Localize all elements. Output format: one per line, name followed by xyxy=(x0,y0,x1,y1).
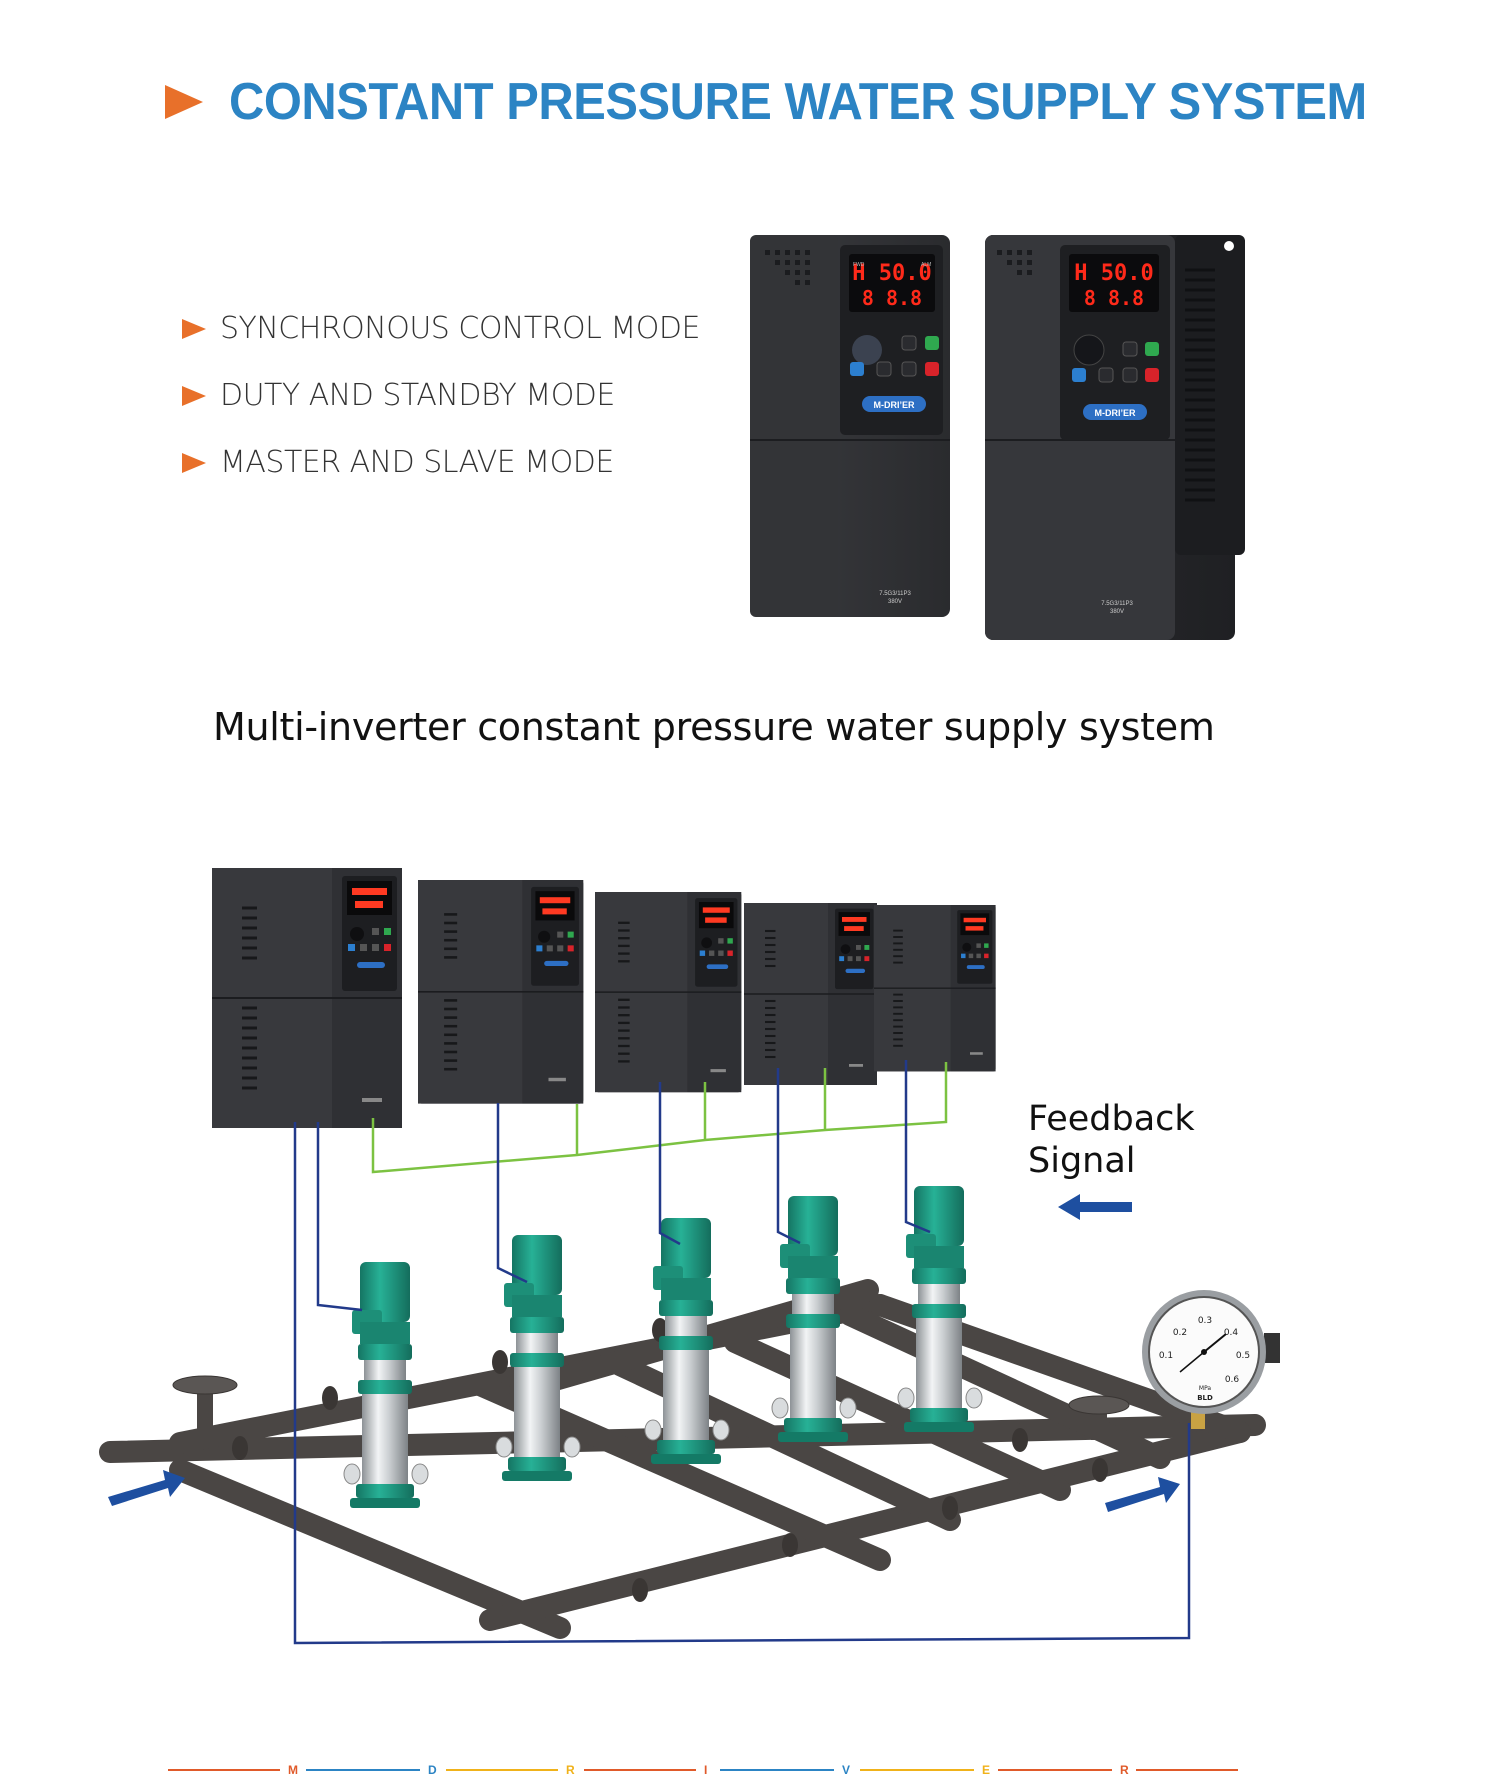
gauge-label: 0.1 xyxy=(1159,1351,1173,1361)
display-top-text: H 50.0 xyxy=(852,261,931,286)
bullet-arrow-icon xyxy=(182,385,206,406)
run-key xyxy=(925,336,939,350)
bullet-arrow-icon xyxy=(182,318,206,339)
footer-letter: E xyxy=(982,1763,991,1777)
footer-segment xyxy=(998,1769,1112,1771)
gauge-label: 0.2 xyxy=(1173,1328,1187,1338)
footer-segment xyxy=(168,1769,280,1771)
brand-badge xyxy=(862,396,926,412)
brand-label: M-DRI’ER xyxy=(874,400,915,410)
system-diagram: 0.1 0.2 0.3 0.4 0.5 0.6 MPa BLD xyxy=(99,866,1280,1645)
inverter-1 xyxy=(210,866,404,1130)
display-bottom-text: 8 8.8 xyxy=(1084,286,1144,310)
mode-label: MASTER AND SLAVE MODE xyxy=(220,445,614,480)
voltage-label: 380V xyxy=(888,599,902,605)
gauge-label: 0.5 xyxy=(1236,1351,1250,1361)
footer-segment xyxy=(1136,1769,1238,1771)
inverter-5 xyxy=(873,904,997,1073)
signal-bus xyxy=(371,1062,948,1174)
brand-label: M-DRI’ER xyxy=(1095,408,1136,418)
rating-label: 7.5G3/11P3 xyxy=(879,591,911,597)
mode-label: DUTY AND STANDBY MODE xyxy=(220,378,615,413)
page-header: CONSTANT PRESSURE WATER SUPPLY SYSTEM xyxy=(165,72,1439,132)
feedback-label-line1: Feedback xyxy=(1028,1099,1195,1139)
footer-segment xyxy=(446,1769,558,1771)
gauge-label: 0.6 xyxy=(1225,1375,1240,1385)
footer-segment xyxy=(584,1769,696,1771)
alm-indicator: ALM xyxy=(921,262,931,268)
inflow-arrow-icon xyxy=(108,1470,185,1506)
footer-segment xyxy=(860,1769,974,1771)
feedback-label: Feedback Signal xyxy=(1028,1098,1228,1182)
inverter-4 xyxy=(742,901,879,1087)
feedback-label-line2: Signal xyxy=(1028,1141,1136,1181)
footer-segment xyxy=(720,1769,834,1771)
inverter-front: H 50.0 8 8.8 FWD ALM M-DRI’ER 7.5G3/11P3… xyxy=(750,235,950,617)
title-arrow-icon xyxy=(165,85,203,119)
footer-letter: M xyxy=(288,1763,298,1777)
gauge-unit: MPa xyxy=(1199,1385,1212,1392)
pump-1 xyxy=(343,1261,429,1509)
mode-label: SYNCHRONOUS CONTROL MODE xyxy=(220,311,700,346)
display-top-text: H 50.0 xyxy=(1074,261,1153,286)
footer-divider: M D R I V E R xyxy=(168,1764,1238,1776)
gauge-brand: BLD xyxy=(1197,1394,1213,1402)
inverter-angled: H 50.0 8 8.8 M-DRI’ER 7.5G3/11P3 380V xyxy=(985,235,1245,640)
product-photo: H 50.0 8 8.8 FWD ALM M-DRI’ER 7.5G3/11P3… xyxy=(750,235,1245,640)
led-display xyxy=(849,254,935,312)
rating-label: 7.5G3/11P3 xyxy=(1101,601,1133,607)
mode-item: SYNCHRONOUS CONTROL MODE xyxy=(182,295,700,362)
page-title: CONSTANT PRESSURE WATER SUPPLY SYSTEM xyxy=(229,73,1367,131)
dial-knob xyxy=(852,335,882,365)
display-bottom-text: 8 8.8 xyxy=(862,286,922,310)
down-key xyxy=(901,361,917,377)
feedback-arrow-icon xyxy=(1058,1194,1132,1220)
dial-knob xyxy=(1073,334,1105,366)
footer-letter: R xyxy=(566,1763,575,1777)
footer-letter: V xyxy=(842,1763,851,1777)
shift-key xyxy=(876,361,892,377)
footer-letter: R xyxy=(1120,1763,1129,1777)
pressure-gauge: 0.1 0.2 0.3 0.4 0.5 0.6 MPa BLD xyxy=(1142,1290,1280,1429)
footer-letter: I xyxy=(704,1763,708,1777)
gauge-label: 0.3 xyxy=(1198,1316,1212,1326)
footer-segment xyxy=(306,1769,420,1771)
mode-list: SYNCHRONOUS CONTROL MODE DUTY AND STANDB… xyxy=(182,295,700,496)
mode-item: DUTY AND STANDBY MODE xyxy=(182,362,700,429)
power-lines xyxy=(293,1060,1191,1645)
voltage-label: 380V xyxy=(1110,609,1124,615)
fwd-indicator: FWD xyxy=(853,262,865,268)
stop-key xyxy=(925,362,939,376)
inverter-2 xyxy=(416,878,585,1105)
inverter-3 xyxy=(593,890,743,1094)
up-key xyxy=(901,335,917,351)
gauge-label: 0.4 xyxy=(1224,1328,1239,1338)
prgm-key xyxy=(850,362,864,376)
mode-item: MASTER AND SLAVE MODE xyxy=(182,429,700,496)
footer-letter: D xyxy=(428,1763,437,1777)
bullet-arrow-icon xyxy=(182,452,206,473)
outflow-arrow-icon xyxy=(1105,1477,1180,1512)
diagram-subtitle: Multi-inverter constant pressure water s… xyxy=(213,705,1215,749)
